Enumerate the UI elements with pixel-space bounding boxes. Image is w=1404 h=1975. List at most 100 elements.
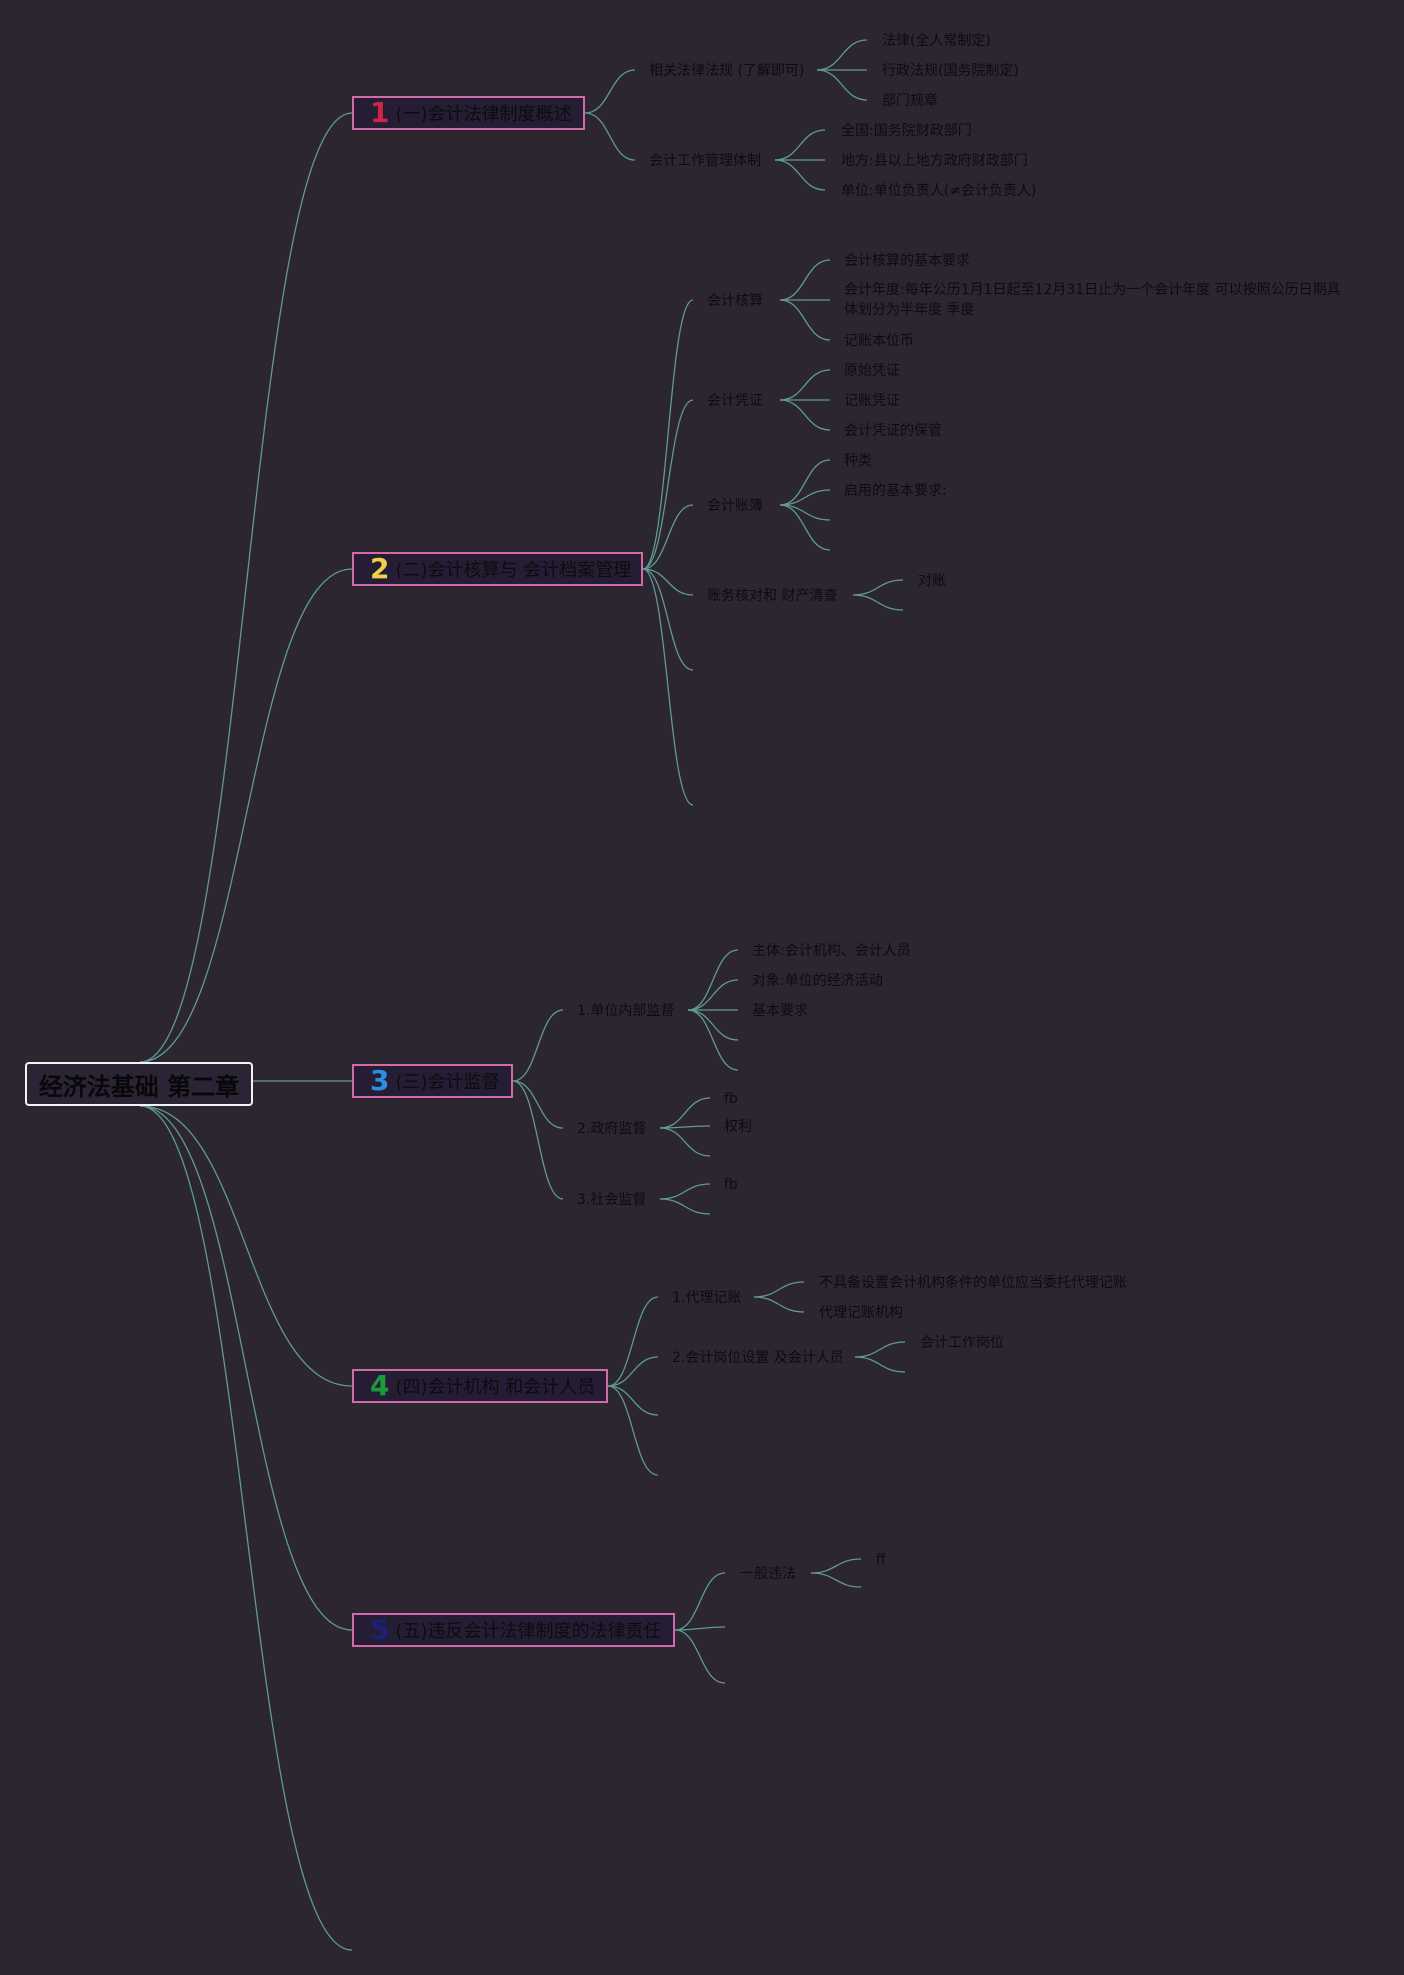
connector-line [810,1558,862,1574]
connector-line [854,1356,906,1373]
connector-line [642,568,694,596]
root-label: 经济法基础 第二章 [38,1072,240,1101]
sub-pingzheng[interactable]: 会计凭证 [707,393,763,409]
topic-1-number: 1 [370,96,390,129]
topic-2-label: (二)会计核算与 会计档案管理 [395,560,632,581]
sub-duizhang[interactable]: 账务核对和 财产清查 [707,588,838,604]
leaf-neibu-2[interactable]: 对象:单位的经济活动 [752,973,883,989]
topic-3-number: 3 [370,1064,390,1097]
connector-line [854,1341,906,1358]
leaf-pingzheng-3[interactable]: 会计凭证的保管 [844,423,942,439]
connector-line [816,69,868,101]
leaf-pingzheng-1[interactable]: 原始凭证 [844,363,900,379]
leaf-zhangbu-2[interactable]: 启用的基本要求: [844,483,947,499]
connector-line [642,568,694,806]
connector-line [512,1080,564,1129]
connector-line [607,1296,659,1387]
connector-line [852,594,904,611]
connector-line [779,459,831,506]
connector-line [139,112,353,1063]
leaf-laws-3[interactable]: 部门规章 [882,93,938,109]
connector-line [607,1356,659,1387]
leaf-hesuan-2[interactable]: 会计年度:每年公历1月1日起至12月31日止为一个会计年度 可以按照公历日期具体… [844,282,1341,318]
topic-5-node[interactable]: 5 (五)违反会计法律制度的法律责任 [352,1613,675,1647]
connector-line [687,1009,739,1041]
topic-1-label: (一)会计法律制度概述 [395,104,572,125]
leaf-mgmt-2[interactable]: 地方:县以上地方政府财政部门 [841,153,1028,169]
topic-5-number: 5 [370,1613,390,1646]
sub-gangwei[interactable]: 2.会计岗位设置 及会计人员 [672,1350,844,1366]
leaf-pingzheng-2[interactable]: 记账凭证 [844,393,900,409]
leaf-daili-1[interactable]: 不具备设置会计机构条件的单位应当委托代理记账 [819,1275,1127,1291]
leaf-laws-2[interactable]: 行政法规(国务院制定) [882,63,1019,79]
connector-line [852,579,904,596]
connector-line [642,504,694,570]
connector-line [584,69,636,114]
connector-line [779,369,831,401]
sub-hesuan[interactable]: 会计核算 [707,293,763,309]
leaf-weifa-1[interactable]: ff [876,1552,886,1568]
connector-line [687,979,739,1011]
sub-laws[interactable]: 相关法律法规 (了解即可) [649,63,805,79]
connector-line [674,1626,726,1631]
connector-line [779,399,831,431]
connector-line [512,1080,564,1200]
connector-line [816,39,868,71]
connector-line [642,299,694,570]
sub-zhengfu[interactable]: 2.政府监督 [577,1121,647,1137]
connector-line [779,299,831,341]
connector-line [139,1105,353,1387]
sub-weifa[interactable]: 一般违法 [740,1566,796,1582]
leaf-neibu-3[interactable]: 基本要求 [752,1003,808,1019]
connector-line [779,504,831,551]
connector-line [753,1281,805,1298]
leaf-hesuan-3[interactable]: 记账本位币 [844,333,914,349]
connector-line [659,1198,711,1215]
connector-line [659,1097,711,1129]
leaf-mgmt-3[interactable]: 单位:单位负责人(≠会计负责人) [841,183,1037,199]
leaf-zhengfu-1[interactable]: fb [724,1091,738,1107]
sub-zhangbu[interactable]: 会计账簿 [707,498,763,514]
leaf-shehui-1[interactable]: fb [724,1177,738,1193]
leaf-hesuan-1[interactable]: 会计核算的基本要求 [844,253,970,269]
connector-line [774,129,826,161]
sub-shehui[interactable]: 3.社会监督 [577,1192,647,1208]
connector-line [659,1127,711,1157]
connector-line [687,1009,739,1071]
connector-line [139,1105,353,1631]
sub-neibu[interactable]: 1.单位内部监督 [577,1003,675,1019]
connector-line [687,949,739,1011]
topic-5-label: (五)违反会计法律制度的法律责任 [395,1621,662,1642]
connector-line [607,1385,659,1476]
connector-line [674,1629,726,1684]
connector-line [659,1183,711,1200]
connector-line [607,1385,659,1416]
topic-2-node[interactable]: 2 (二)会计核算与 会计档案管理 [352,552,643,586]
leaf-duizhang-1[interactable]: 对账 [918,573,946,589]
sub-daili[interactable]: 1.代理记账 [672,1290,742,1306]
leaf-laws-1[interactable]: 法律(全人常制定) [882,33,991,49]
topic-3-label: (三)会计监督 [395,1072,500,1093]
topic-1-node[interactable]: 1 (一)会计法律制度概述 [352,96,585,130]
root-node[interactable]: 经济法基础 第二章 [25,1062,253,1106]
leaf-gangwei-1[interactable]: 会计工作岗位 [920,1335,1004,1351]
connector-line [774,159,826,191]
leaf-daili-2[interactable]: 代理记账机构 [819,1305,903,1321]
topic-4-label: (四)会计机构 和会计人员 [395,1377,596,1398]
connector-line [584,112,636,161]
sub-mgmt[interactable]: 会计工作管理体制 [649,153,761,169]
leaf-zhangbu-1[interactable]: 种类 [844,453,872,469]
connector-line [512,1009,564,1082]
connector-line [810,1572,862,1588]
connector-line [139,568,353,1063]
connector-line [779,489,831,506]
leaf-mgmt-1[interactable]: 全国:国务院财政部门 [841,123,972,139]
leaf-neibu-1[interactable]: 主体:会计机构、会计人员 [752,943,911,959]
connector-line [139,1105,353,1951]
connector-line [779,259,831,301]
connector-line [642,568,694,671]
topic-4-node[interactable]: 4 (四)会计机构 和会计人员 [352,1369,608,1403]
topic-3-node[interactable]: 3 (三)会计监督 [352,1064,513,1098]
leaf-zhengfu-2[interactable]: 权利 [724,1119,752,1135]
